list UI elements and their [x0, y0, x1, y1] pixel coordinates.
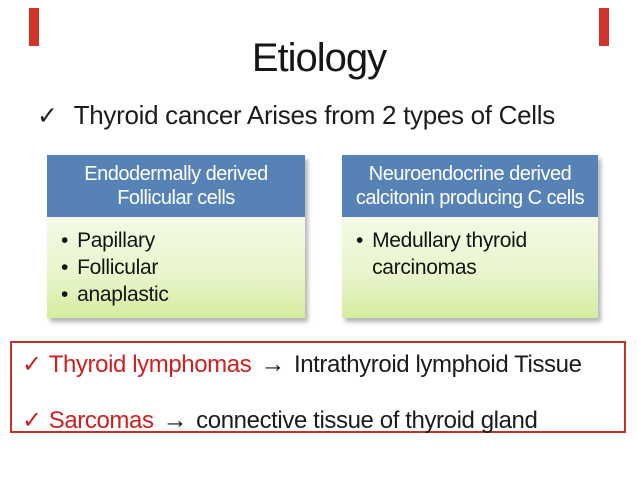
list-item-label: Follicular — [77, 256, 159, 279]
follicular-cells-box: Endodermally derived Follicular cells • … — [47, 155, 305, 318]
c-cells-box: Neuroendocrine derived calcitonin produc… — [342, 155, 598, 318]
header-line: Endodermally derived — [84, 163, 268, 185]
bullet-icon: • — [61, 256, 69, 279]
note-term: Thyroid lymphomas — [48, 351, 252, 378]
follicular-box-header: Endodermally derived Follicular cells — [47, 155, 305, 217]
note-text: connective tissue of thyroid gland — [196, 407, 538, 434]
header-line: Follicular cells — [117, 187, 235, 209]
note-row-sarcomas: ✓ Sarcomas → connective tissue of thyroi… — [22, 406, 538, 435]
red-edge-bar-right — [599, 8, 609, 46]
arrow-icon: → — [260, 350, 285, 378]
arrow-icon: → — [162, 406, 188, 434]
subtitle-checkline: ✓ Thyroid cancer Arises from 2 types of … — [37, 100, 555, 131]
red-checkmark-icon: ✓ — [22, 407, 42, 434]
bullet-icon: • — [61, 283, 69, 306]
header-line: calcitonin producing C cells — [355, 187, 585, 209]
list-item-label: Papillary — [77, 229, 155, 252]
list-item-label: anaplastic — [77, 283, 169, 306]
list-item-label: Medullary thyroid carcinomas — [372, 229, 527, 279]
c-cells-box-body: • Medullary thyroid carcinomas — [342, 217, 598, 318]
header-line: Neuroendocrine derived — [368, 163, 572, 185]
follicular-box-body: • Papillary • Follicular • anaplastic — [47, 217, 305, 318]
red-edge-bar-left — [29, 8, 39, 46]
page-title: Etiology — [251, 36, 387, 80]
list-item: • Papillary — [61, 227, 299, 254]
checkmark-icon: ✓ — [37, 102, 58, 130]
bullet-icon: • — [356, 229, 364, 252]
c-cells-box-header: Neuroendocrine derived calcitonin produc… — [342, 155, 598, 217]
notes-box: ✓ Thyroid lymphomas → Intrathyroid lymph… — [10, 341, 626, 435]
list-item: • Medullary thyroid carcinomas — [356, 227, 566, 281]
red-checkmark-icon: ✓ — [22, 351, 42, 378]
bullet-icon: • — [61, 229, 69, 252]
list-item: • anaplastic — [61, 281, 299, 308]
note-row-lymphomas: ✓ Thyroid lymphomas → Intrathyroid lymph… — [22, 350, 582, 379]
note-term: Sarcomas — [48, 407, 154, 434]
list-item: • Follicular — [61, 254, 299, 281]
note-text: Intrathyroid lymphoid Tissue — [293, 351, 582, 378]
subtitle-text: Thyroid cancer Arises from 2 types of Ce… — [73, 100, 556, 130]
